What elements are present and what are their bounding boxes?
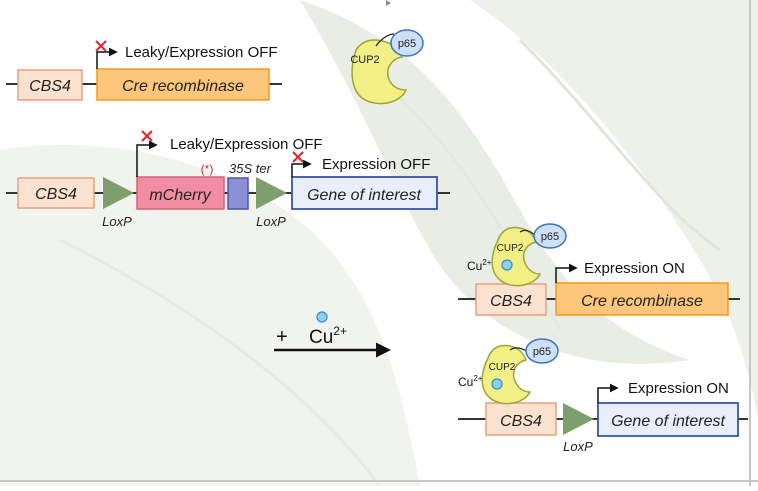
terminator-box — [227, 177, 249, 210]
copper-ion-label: Cu2+ — [467, 258, 492, 273]
goi-label: Gene of interest — [307, 187, 421, 204]
cre-box — [555, 282, 729, 316]
cross-icon — [292, 151, 304, 163]
mcherry-box — [136, 176, 225, 210]
cbs4-label: CBS4 — [500, 413, 542, 430]
cup2-activator-free: CUP2 p65 — [350, 29, 424, 105]
cross-icon — [141, 130, 153, 142]
cre-label: Cre recombinase — [122, 78, 244, 95]
loxp-triangle — [103, 177, 134, 209]
promoter-arrow — [291, 159, 312, 177]
copper-ion-label: Cu2+ — [309, 324, 347, 348]
mcherry-label: mCherry — [149, 187, 211, 204]
loxp-triangle — [256, 177, 287, 209]
construct-2: CBS4 LoxP mCherry (*) Leaky/Expression O… — [6, 130, 450, 229]
status-off-text: Expression OFF — [322, 156, 430, 173]
promoter-arrow — [555, 263, 578, 283]
cbs4-label: CBS4 — [490, 293, 532, 310]
copper-ion-dot — [316, 311, 328, 323]
cbs4-box — [485, 402, 557, 436]
cbs4-label: CBS4 — [35, 186, 77, 203]
goi-box — [597, 402, 739, 437]
copper-ion-label: Cu2+ — [458, 374, 483, 389]
status-text: Leaky/Expression OFF — [125, 44, 278, 61]
copper-ion-dot — [501, 259, 513, 271]
copper-ion-dot — [491, 378, 503, 390]
promoter-arrow — [597, 383, 619, 403]
promoter-arrow — [136, 140, 158, 177]
cre-box — [96, 68, 270, 101]
loxp-triangle — [563, 403, 594, 435]
copper-treatment: + Cu2+ — [274, 311, 391, 358]
cup2-label: CUP2 — [497, 243, 524, 254]
goi-box — [291, 176, 438, 210]
p65-label: p65 — [398, 38, 416, 50]
cross-icon — [95, 40, 107, 52]
promoter-arrow — [96, 47, 118, 69]
cbs4-box — [475, 283, 547, 316]
status-text: Expression ON — [584, 260, 685, 277]
loxp-label: LoxP — [256, 214, 286, 229]
cup2-activator-bound: CUP2 Cu2+ p65 — [458, 338, 559, 405]
cup2-activator-bound: CUP2 Cu2+ p65 — [467, 223, 567, 287]
p65-label: p65 — [533, 346, 551, 358]
status-leaky-text: Leaky/Expression OFF — [170, 136, 323, 153]
construct-1: CBS4 Cre recombinase Leaky/Expression OF… — [6, 40, 282, 101]
result-1: CBS4 Cre recombinase Expression ON CUP2 … — [458, 223, 740, 316]
cbs4-label: CBS4 — [29, 78, 71, 95]
cup2-shape — [481, 344, 532, 405]
cup2-shape — [491, 226, 542, 287]
loxp-label: LoxP — [102, 214, 132, 229]
result-2: CBS4 LoxP Gene of interest Expression ON… — [458, 338, 748, 454]
loxp-label: LoxP — [563, 439, 593, 454]
status-text: Expression ON — [628, 380, 729, 397]
cup2-label: CUP2 — [489, 362, 516, 373]
cursor-icon — [386, 0, 391, 6]
p65-domain — [525, 338, 559, 364]
p65-domain — [533, 223, 567, 249]
linker-line — [375, 33, 395, 47]
cbs4-box — [17, 69, 83, 101]
p65-domain — [390, 29, 424, 57]
cup2-shape — [351, 39, 408, 105]
cre-label: Cre recombinase — [581, 293, 703, 310]
goi-label: Gene of interest — [611, 413, 725, 430]
cup2-label: CUP2 — [350, 54, 379, 66]
stop-mark: (*) — [201, 162, 214, 176]
terminator-label: 35S ter — [229, 161, 272, 176]
plus-sign: + — [276, 326, 288, 348]
cbs4-box — [17, 177, 95, 209]
p65-label: p65 — [541, 231, 559, 243]
